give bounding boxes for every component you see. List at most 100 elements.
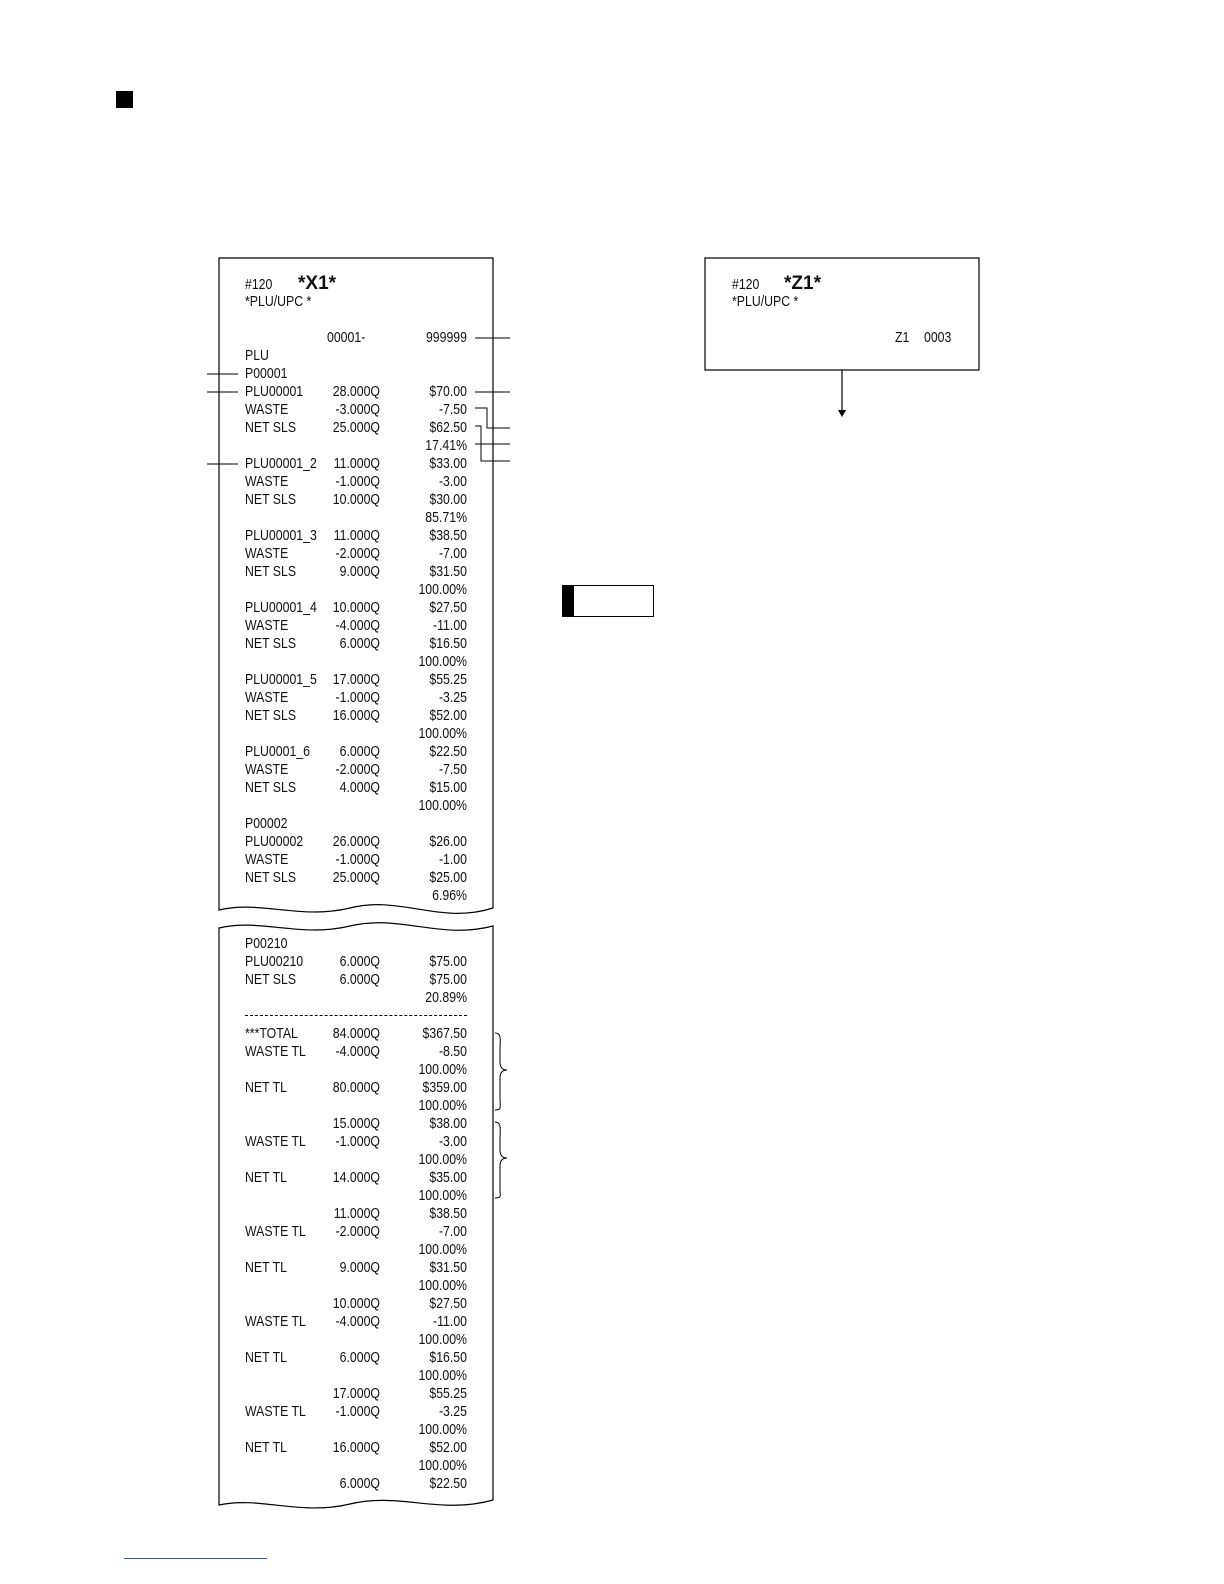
row-label: PLU0001_6	[245, 743, 310, 760]
row-label: PLU00001_5	[245, 671, 317, 688]
leader-right-waste	[475, 407, 510, 429]
row-qty: 16.000Q	[332, 707, 380, 724]
row-label: WASTE	[245, 473, 289, 490]
row-amount: -7.50	[438, 401, 467, 418]
row-amount: -3.00	[438, 473, 467, 490]
row-qty: 17.000Q	[332, 1385, 380, 1402]
row-qty: -2.000Q	[335, 1223, 380, 1240]
row-qty: 16.000Q	[332, 1439, 380, 1456]
row-qty: 11.000Q	[333, 527, 380, 544]
x-range-label: PLU	[245, 347, 269, 364]
row-amount: $30.00	[429, 491, 467, 508]
x-receipt-top-outline	[218, 257, 494, 914]
row-qty: -1.000Q	[335, 1133, 380, 1150]
row-amount: 100.00%	[418, 1457, 467, 1474]
row-amount: 100.00%	[418, 725, 467, 742]
row-amount: -3.25	[438, 1403, 467, 1420]
row-amount: $27.50	[429, 599, 467, 616]
row-amount: $22.50	[429, 743, 467, 760]
row-qty: 11.000Q	[333, 455, 380, 472]
row-qty: 6.000Q	[339, 971, 380, 988]
row-label: NET SLS	[245, 869, 297, 886]
row-amount: 85.71%	[425, 509, 467, 526]
row-label: WASTE	[245, 545, 289, 562]
row-qty: 26.000Q	[332, 833, 380, 850]
x-header-mode: *X1*	[298, 273, 337, 294]
z-header-title: *PLU/UPC *	[732, 293, 799, 310]
dept-code: P00002	[245, 815, 288, 832]
row-qty: 4.000Q	[339, 779, 380, 796]
row-label: WASTE TL	[245, 1043, 306, 1060]
row-qty: -2.000Q	[335, 545, 380, 562]
row-qty: 28.000Q	[332, 383, 380, 400]
row-label: WASTE	[245, 617, 289, 634]
row-qty: 14.000Q	[332, 1169, 380, 1186]
row-amount: 100.00%	[418, 581, 467, 598]
row-qty: 6.000Q	[339, 953, 380, 970]
row-label: PLU00210	[245, 953, 304, 970]
row-amount: $38.00	[429, 1115, 467, 1132]
z-header-id: #120	[732, 276, 760, 293]
row-amount: $52.00	[429, 1439, 467, 1456]
row-amount: $38.50	[429, 527, 467, 544]
row-qty: -4.000Q	[335, 1043, 380, 1060]
row-amount: 6.96%	[432, 887, 467, 904]
row-amount: -1.00	[438, 851, 467, 868]
row-amount: 17.41%	[425, 437, 467, 454]
row-label: WASTE	[245, 761, 289, 778]
row-amount: -3.00	[438, 1133, 467, 1150]
row-amount: 100.00%	[418, 1277, 467, 1294]
row-amount: $26.00	[429, 833, 467, 850]
row-amount: 100.00%	[418, 1097, 467, 1114]
row-amount: $359.00	[422, 1079, 467, 1096]
row-amount: -11.00	[433, 1313, 467, 1330]
row-amount: -7.00	[438, 545, 467, 562]
row-qty: 6.000Q	[339, 1475, 380, 1492]
row-label: NET SLS	[245, 971, 297, 988]
dept-code: P00001	[245, 365, 288, 382]
row-qty: -1.000Q	[335, 1403, 380, 1420]
row-amount: $70.00	[429, 383, 467, 400]
row-amount: $16.50	[429, 635, 467, 652]
row-amount: $367.50	[422, 1025, 467, 1042]
leader-right-net	[475, 425, 510, 445]
z-arrow-head	[838, 410, 846, 417]
row-qty: 9.000Q	[339, 1259, 380, 1276]
row-label: WASTE TL	[245, 1313, 306, 1330]
row-label: WASTE TL	[245, 1223, 306, 1240]
row-label: NET SLS	[245, 563, 297, 580]
row-qty: -4.000Q	[335, 617, 380, 634]
row-qty: 15.000Q	[332, 1115, 380, 1132]
row-amount: $31.50	[429, 1259, 467, 1276]
row-label: NET SLS	[245, 419, 297, 436]
x-range-to: 999999	[425, 329, 467, 346]
row-label: WASTE	[245, 851, 289, 868]
row-label: WASTE TL	[245, 1133, 306, 1150]
row-amount: $62.50	[429, 419, 467, 436]
z-header-mode: *Z1*	[784, 273, 821, 294]
row-label: WASTE	[245, 401, 289, 418]
row-amount: -3.25	[438, 689, 467, 706]
row-amount: $35.00	[429, 1169, 467, 1186]
row-label: NET TL	[245, 1349, 287, 1366]
row-amount: 100.00%	[418, 653, 467, 670]
row-label: WASTE TL	[245, 1403, 306, 1420]
row-amount: 20.89%	[425, 989, 467, 1006]
row-qty: -4.000Q	[335, 1313, 380, 1330]
row-amount: 100.00%	[418, 1241, 467, 1258]
dept-code: P00210	[245, 935, 288, 952]
row-qty: -3.000Q	[335, 401, 380, 418]
brace-group	[494, 1121, 508, 1199]
row-qty: 6.000Q	[339, 743, 380, 760]
row-label: PLU00001	[245, 383, 304, 400]
x-range-from: 00001-	[327, 329, 366, 346]
row-label: PLU00001_4	[245, 599, 317, 616]
row-amount: $16.50	[429, 1349, 467, 1366]
leader-right-pct	[475, 443, 510, 462]
row-qty: -1.000Q	[335, 473, 380, 490]
row-qty: 11.000Q	[333, 1205, 380, 1222]
row-amount: 100.00%	[418, 1061, 467, 1078]
row-label: PLU00001_2	[245, 455, 317, 472]
x-header-id: #120	[245, 276, 273, 293]
row-amount: $38.50	[429, 1205, 467, 1222]
